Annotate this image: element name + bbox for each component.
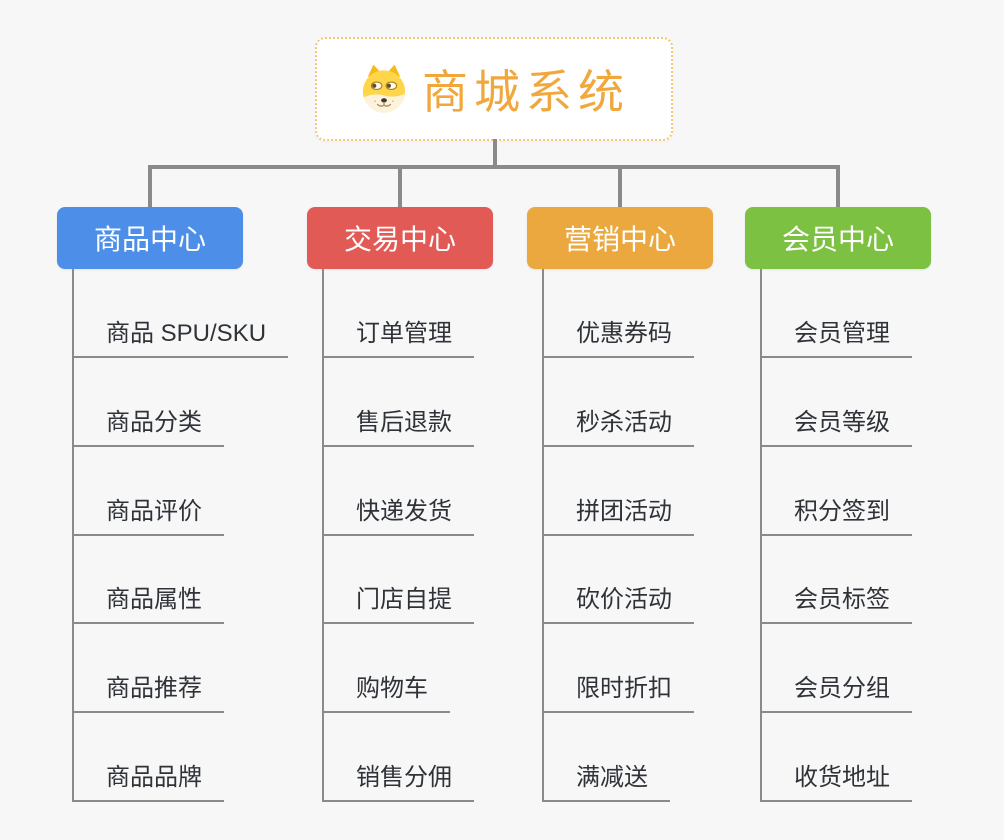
tree-leaf-item[interactable]: 积分签到: [760, 490, 912, 536]
branch-header-member-center[interactable]: 会员中心: [745, 207, 931, 269]
tree-leaf-item[interactable]: 商品评价: [72, 490, 224, 536]
branch-header-trade-center[interactable]: 交易中心: [307, 207, 493, 269]
tree-leaf-item[interactable]: 秒杀活动: [542, 401, 694, 447]
connector-drop: [148, 165, 152, 209]
root-topic[interactable]: 商城系统: [315, 37, 673, 141]
tree-leaf-item[interactable]: 商品品牌: [72, 756, 224, 802]
branch-header-product-center[interactable]: 商品中心: [57, 207, 243, 269]
tree-leaf-item[interactable]: 会员管理: [760, 312, 912, 358]
tree-leaf-item[interactable]: 商品推荐: [72, 667, 224, 713]
connector-drop: [398, 165, 402, 209]
branch-product-center: 商品中心 商品 SPU/SKU 商品分类 商品评价 商品属性 商品推荐 商品品牌: [57, 207, 289, 807]
connector-horizontal-bar: [148, 165, 840, 169]
branch-marketing-center: 营销中心 优惠券码 秒杀活动 拼团活动 砍价活动 限时折扣 满减送: [527, 207, 713, 807]
tree-leaf-item[interactable]: 会员标签: [760, 578, 912, 624]
connector-drop: [836, 165, 840, 209]
connector-drop: [618, 165, 622, 209]
tree-leaf-item[interactable]: 商品属性: [72, 578, 224, 624]
tree-leaf-item[interactable]: 快递发货: [322, 490, 474, 536]
root-topic-title: 商城系统: [422, 66, 630, 118]
branch-member-center: 会员中心 会员管理 会员等级 积分签到 会员标签 会员分组 收货地址: [745, 207, 931, 807]
connector-root-stub: [493, 139, 497, 167]
tree-leaf-item[interactable]: 会员等级: [760, 401, 912, 447]
tree-leaf-item[interactable]: 售后退款: [322, 401, 474, 447]
dog-face-icon: [362, 64, 406, 113]
tree-leaf-item[interactable]: 订单管理: [322, 312, 474, 358]
tree-leaf-item[interactable]: 会员分组: [760, 667, 912, 713]
branch-trade-center: 交易中心 订单管理 售后退款 快递发货 门店自提 购物车 销售分佣: [307, 207, 493, 807]
tree-leaf-item[interactable]: 商品分类: [72, 401, 224, 447]
tree-leaf-item[interactable]: 销售分佣: [322, 756, 474, 802]
tree-leaf-item[interactable]: 限时折扣: [542, 667, 694, 713]
branch-header-marketing-center[interactable]: 营销中心: [527, 207, 713, 269]
tree-leaf-item[interactable]: 优惠券码: [542, 312, 694, 358]
tree-leaf-item[interactable]: 满减送: [542, 756, 670, 802]
tree-leaf-item[interactable]: 购物车: [322, 667, 450, 713]
tree-leaf-item[interactable]: 门店自提: [322, 578, 474, 624]
tree-leaf-item[interactable]: 收货地址: [760, 756, 912, 802]
tree-leaf-item[interactable]: 砍价活动: [542, 578, 694, 624]
tree-leaf-item[interactable]: 拼团活动: [542, 490, 694, 536]
tree-leaf-item[interactable]: 商品 SPU/SKU: [72, 312, 289, 358]
